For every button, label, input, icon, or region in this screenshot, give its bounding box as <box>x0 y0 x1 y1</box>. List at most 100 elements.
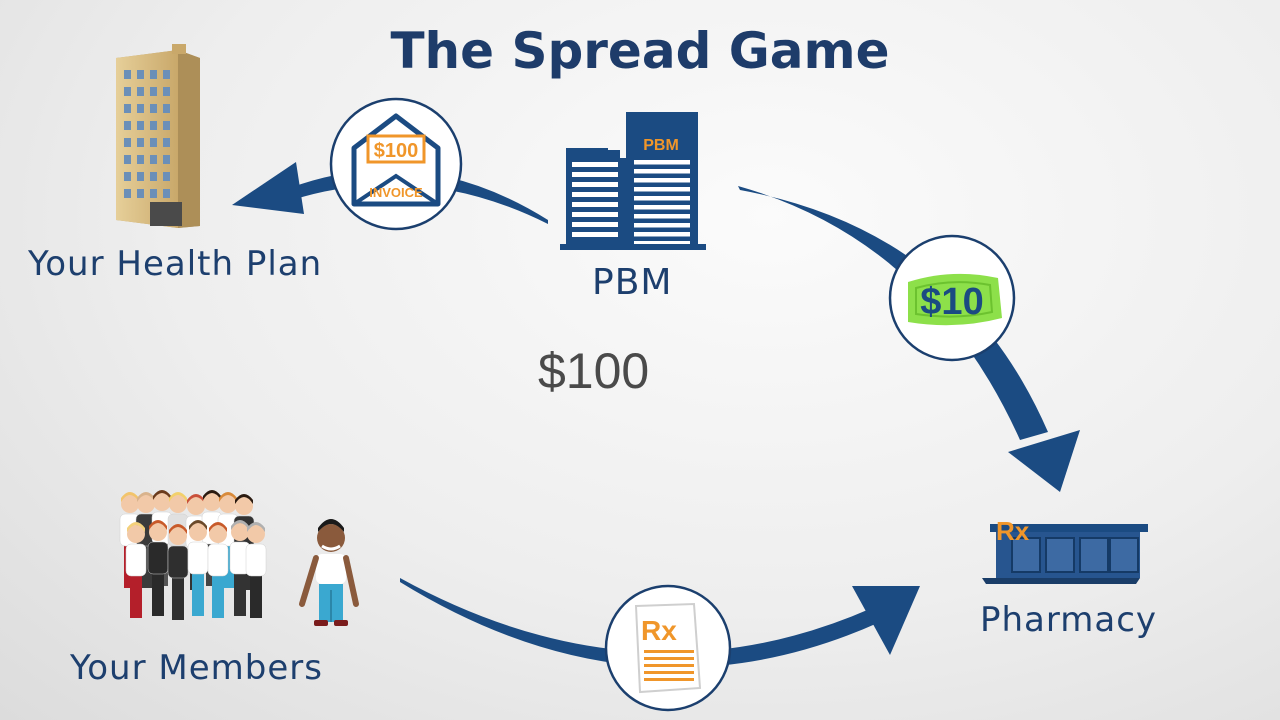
building-window <box>124 155 131 164</box>
member-hair <box>149 520 167 530</box>
member-face <box>189 523 207 541</box>
member-torso <box>125 543 147 577</box>
pbm-building-sign: PBM <box>643 137 679 154</box>
building-window-stripe <box>572 172 618 177</box>
cash-payment-badge: $10 <box>888 234 1016 362</box>
pharmacy-window <box>1045 537 1075 573</box>
member-legs <box>234 568 246 616</box>
pbm-building-icon: PBM <box>560 112 706 250</box>
members-crowd-icon <box>119 490 267 620</box>
building-window-stripe <box>634 223 690 228</box>
building-window <box>124 138 131 147</box>
building-window <box>163 104 170 113</box>
building-window-stripe <box>634 205 690 210</box>
pharmacy-building-icon: Rx <box>982 516 1148 584</box>
building-window <box>124 172 131 181</box>
member-legs <box>172 572 184 620</box>
building-window <box>137 189 144 198</box>
building-window <box>150 189 157 198</box>
building-window <box>137 87 144 96</box>
building-window-stripe <box>634 160 690 165</box>
building-window <box>137 70 144 79</box>
member-hair <box>153 490 171 500</box>
building-window-stripe <box>572 182 618 187</box>
member-face <box>137 495 155 513</box>
building-window-stripe <box>634 196 690 201</box>
member-legs <box>130 570 142 618</box>
member-face <box>169 527 187 545</box>
building-window-stripe <box>634 214 690 219</box>
invoice-label: INVOICE <box>369 185 423 200</box>
building-window <box>150 70 157 79</box>
building-window-stripe <box>572 222 618 227</box>
building-window <box>124 121 131 130</box>
building-window-stripe <box>634 178 690 183</box>
building-window <box>163 121 170 130</box>
member-face <box>169 495 187 513</box>
prescription-line <box>644 664 694 667</box>
prescription-line <box>644 671 694 674</box>
member-hair <box>189 520 207 530</box>
member-face <box>235 497 253 515</box>
member-face <box>247 525 265 543</box>
prescription-badge: Rx <box>604 584 732 712</box>
pharmacy-window <box>1079 537 1109 573</box>
building-window <box>163 138 170 147</box>
invoice-amount: $100 <box>374 140 419 162</box>
diagram-title: The Spread Game <box>390 22 890 80</box>
member-legs <box>250 570 262 618</box>
member-legs <box>152 568 164 616</box>
pharmacy-rx-sign: Rx <box>996 516 1030 546</box>
prescription-rx-sign: Rx <box>641 615 677 646</box>
building-window <box>124 87 131 96</box>
member-torso <box>245 543 267 577</box>
member-torso <box>167 545 189 579</box>
building-window <box>150 87 157 96</box>
prescription-line <box>644 650 694 653</box>
arrow-pbm-to-pharmacy <box>738 186 1080 492</box>
building-window-stripe <box>572 212 618 217</box>
prescription-line <box>644 657 694 660</box>
node-label-members: Your Members <box>70 648 323 688</box>
node-label-health-plan: Your Health Plan <box>28 244 323 284</box>
health-plan-building-icon <box>116 44 200 228</box>
building-window-stripe <box>572 202 618 207</box>
member-torso <box>147 541 169 575</box>
member-hair <box>235 494 253 504</box>
building-window <box>163 155 170 164</box>
building-window <box>150 155 157 164</box>
building-window-stripe <box>634 187 690 192</box>
building-window-stripe <box>634 169 690 174</box>
building-window <box>137 155 144 164</box>
building-window <box>137 121 144 130</box>
member-hair <box>169 492 187 502</box>
building-window <box>150 138 157 147</box>
member-face <box>209 525 227 543</box>
member-face <box>203 493 221 511</box>
member-hair <box>169 524 187 534</box>
building-window-stripe <box>572 162 618 167</box>
building-window <box>124 104 131 113</box>
member-face <box>127 525 145 543</box>
pharmacy-window <box>1011 537 1041 573</box>
building-window <box>150 172 157 181</box>
invoice-badge: $100 INVOICE <box>329 97 463 231</box>
member-hair <box>219 492 237 502</box>
building-window <box>124 189 131 198</box>
member-face <box>121 495 139 513</box>
node-label-pharmacy: Pharmacy <box>980 600 1158 640</box>
member-hair <box>121 492 139 502</box>
arrow-members-to-pharmacy <box>400 578 920 668</box>
member-face <box>231 523 249 541</box>
building-window-stripe <box>572 232 618 237</box>
member-face <box>219 495 237 513</box>
building-window <box>137 172 144 181</box>
building-window <box>163 87 170 96</box>
node-label-pbm: PBM <box>592 262 673 303</box>
member-person-icon <box>299 519 359 626</box>
cash-amount: $10 <box>920 281 983 323</box>
member-face <box>149 523 167 541</box>
member-face <box>187 497 205 515</box>
